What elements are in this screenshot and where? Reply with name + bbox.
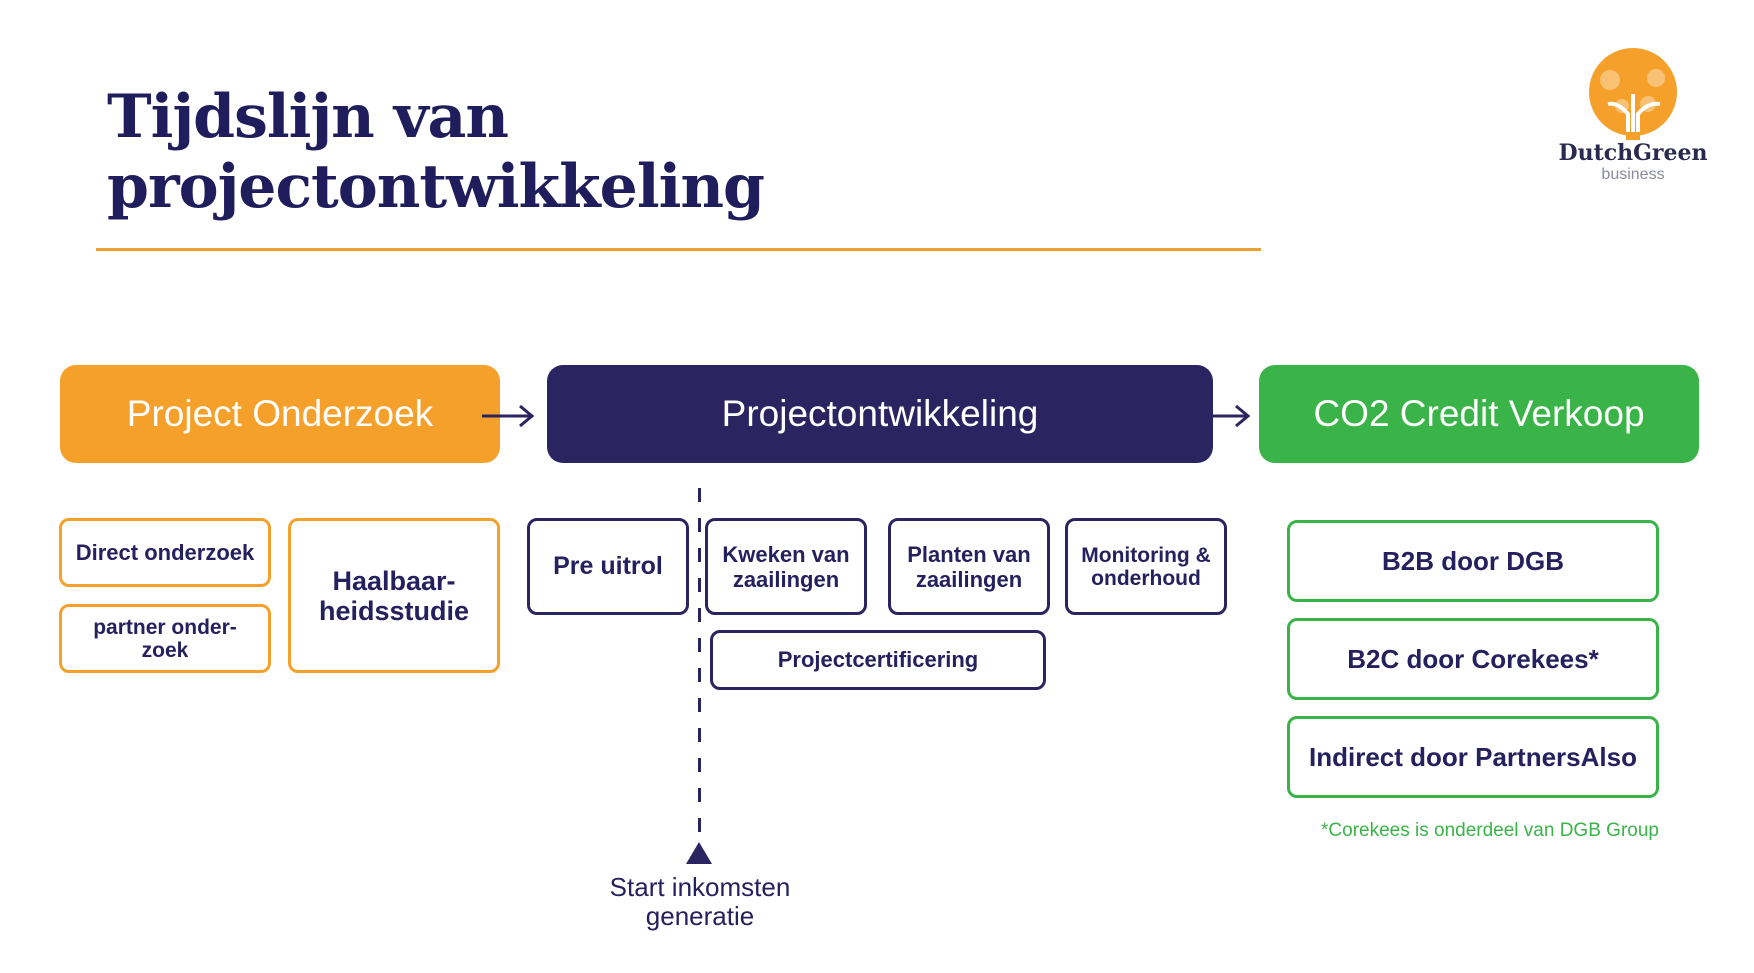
box-pre-uitrol: Pre uitrol <box>527 518 689 615</box>
box-kweken-van-zaailingen: Kweken van zaailingen <box>705 518 867 615</box>
box-direct-onderzoek: Direct onderzoek <box>59 518 271 587</box>
phase-project-onderzoek: Project Onderzoek <box>60 365 500 463</box>
box-projectcertificering: Projectcertificering <box>710 630 1046 690</box>
logo-sub: business <box>1601 166 1665 183</box>
box-b2c-door-corekees: B2C door Corekees* <box>1287 618 1659 700</box>
milestone-dashed-line <box>698 488 701 833</box>
phase-projectontwikkeling: Projectontwikkeling <box>547 365 1213 463</box>
box-indirect-door-partnersalso: Indirect door PartnersAlso <box>1287 716 1659 798</box>
milestone-triangle-icon <box>686 842 712 864</box>
box-monitoring-onderhoud: Monitoring & onderhoud <box>1065 518 1227 615</box>
page-title: Tijdslijn van projectontwikkeling <box>107 82 765 222</box>
box-planten-van-zaailingen: Planten van zaailingen <box>888 518 1050 615</box>
box-partner-onderzoek: partner onder- zoek <box>59 604 271 673</box>
phase-co2-credit-verkoop: CO2 Credit Verkoop <box>1259 365 1699 463</box>
arrow-right-icon <box>1198 404 1251 428</box>
box-haalbaarheidsstudie: Haalbaar- heidsstudie <box>288 518 500 673</box>
title-line-2: projectontwikkeling <box>107 152 765 222</box>
title-divider <box>96 248 1261 251</box>
footnote: *Corekees is onderdeel van DGB Group <box>1321 820 1659 841</box>
milestone-label: Start inkomsten generatie <box>609 872 791 931</box>
box-b2b-door-dgb: B2B door DGB <box>1287 520 1659 602</box>
tree-logo-icon <box>1589 48 1677 140</box>
logo-name: DutchGreen <box>1558 140 1708 166</box>
arrow-right-icon <box>482 404 535 428</box>
title-line-1: Tijdslijn van <box>107 82 509 152</box>
